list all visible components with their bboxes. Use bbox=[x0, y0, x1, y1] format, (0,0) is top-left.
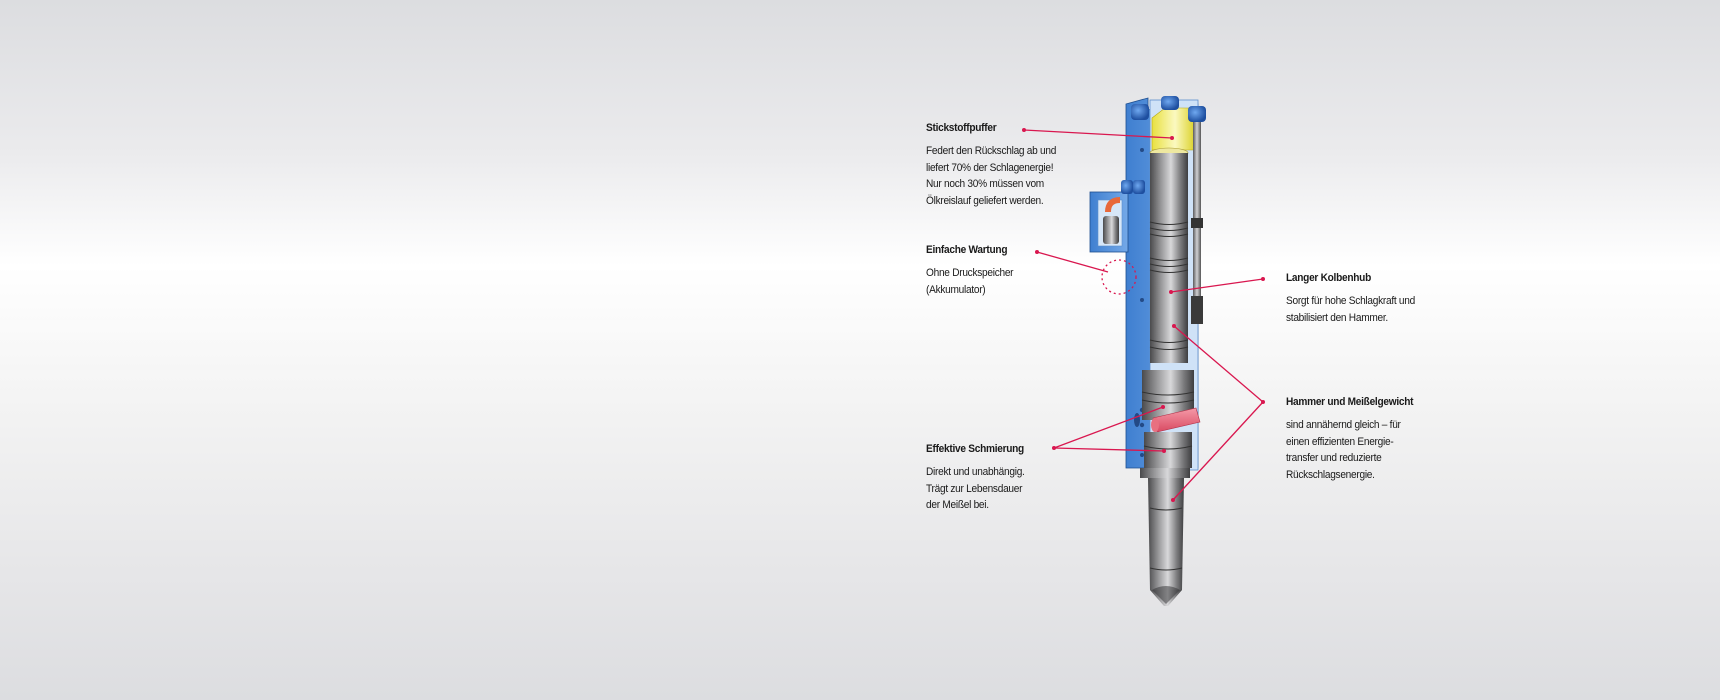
desc-line: Ölkreislauf geliefert werden. bbox=[926, 194, 1044, 207]
callout-description: Sorgt für hohe Schlagkraft und stabilisi… bbox=[1286, 293, 1415, 326]
callout-langer-kolbenhub: Langer Kolbenhub Sorgt für hohe Schlagkr… bbox=[1286, 272, 1426, 326]
desc-line: Direkt und unabhängig. bbox=[926, 466, 1025, 478]
desc-line: Nur noch 30% müssen vom bbox=[926, 178, 1044, 190]
desc-line: sind annähernd gleich – für bbox=[1286, 419, 1401, 431]
desc-line: transfer und reduzierte bbox=[1286, 452, 1382, 464]
desc-line: (Akkumulator) bbox=[926, 283, 986, 296]
piston bbox=[1141, 147, 1195, 420]
callout-title: Hammer und Meißelgewicht bbox=[1286, 396, 1414, 408]
desc-line: Trägt zur Lebensdauer bbox=[926, 482, 1023, 495]
callout-title: Langer Kolbenhub bbox=[1286, 272, 1371, 284]
desc-line: Rückschlagsenergie. bbox=[1286, 468, 1375, 481]
callout-effektive-schmierung: Effektive Schmierung Direkt und unabhäng… bbox=[926, 443, 1033, 514]
desc-line: Sorgt für hohe Schlagkraft und bbox=[1286, 295, 1416, 307]
desc-line: Ohne Druckspeicher bbox=[926, 267, 1014, 279]
desc-line: der Meißel bei. bbox=[926, 499, 989, 511]
bolt-caps bbox=[1121, 96, 1206, 194]
callout-title: Stickstoffpuffer bbox=[926, 122, 997, 134]
callout-description: Ohne Druckspeicher (Akkumulator) bbox=[926, 265, 1014, 298]
callout-description: Federt den Rückschlag ab und liefert 70%… bbox=[926, 143, 1056, 209]
leader-dots bbox=[1022, 128, 1265, 502]
callout-einfache-wartung: Einfache Wartung Ohne Druckspeicher (Akk… bbox=[926, 244, 1021, 298]
callout-title: Einfache Wartung bbox=[926, 244, 1008, 256]
callout-hammer-meisselgewicht: Hammer und Meißelgewicht sind annähernd … bbox=[1286, 396, 1424, 483]
nitrogen-buffer bbox=[1151, 107, 1195, 151]
callout-stickstoffpuffer: Stickstoffpuffer Federt den Rückschlag a… bbox=[926, 122, 1067, 209]
desc-line: stabilisiert den Hammer. bbox=[1286, 311, 1388, 324]
lubrication-fitting bbox=[1151, 407, 1201, 433]
side-rod bbox=[1191, 122, 1203, 324]
chisel bbox=[1140, 432, 1193, 606]
desc-line: Federt den Rückschlag ab und bbox=[926, 145, 1057, 157]
callout-description: sind annähernd gleich – für einen effizi… bbox=[1286, 417, 1413, 483]
desc-line: liefert 70% der Schlagenergie! bbox=[926, 161, 1054, 174]
leader-lines bbox=[1023, 129, 1264, 501]
callout-title: Effektive Schmierung bbox=[926, 443, 1024, 455]
callout-description: Direkt und unabhängig. Trägt zur Lebensd… bbox=[926, 464, 1025, 514]
desc-line: einen effizienten Energie- bbox=[1286, 435, 1394, 448]
